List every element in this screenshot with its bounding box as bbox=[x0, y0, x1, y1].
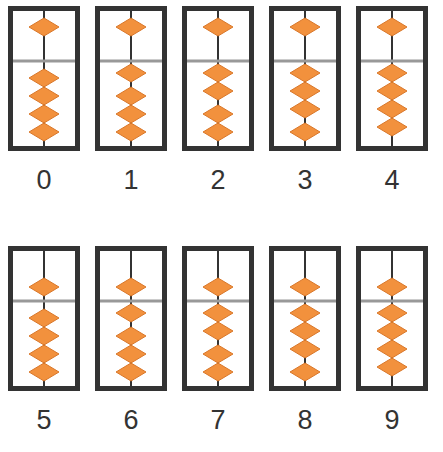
abacus-bead bbox=[116, 327, 146, 345]
abacus-bead bbox=[29, 69, 59, 87]
abacus-bead bbox=[203, 105, 233, 123]
abacus-bead bbox=[116, 105, 146, 123]
abacus-bead bbox=[377, 82, 407, 100]
abacus-bead bbox=[377, 100, 407, 118]
abacus-bead bbox=[29, 105, 59, 123]
abacus-bar bbox=[13, 300, 75, 303]
abacus-bead bbox=[116, 304, 146, 322]
abacus-bead bbox=[29, 345, 59, 363]
abacus-frame bbox=[11, 249, 78, 389]
digit-label: 6 bbox=[95, 405, 167, 435]
abacus-bar bbox=[100, 60, 162, 63]
abacus-bead bbox=[116, 278, 146, 296]
digit-label: 5 bbox=[8, 405, 80, 435]
abacus-frame bbox=[272, 9, 339, 149]
abacus-frame bbox=[98, 249, 165, 389]
abacus-bead bbox=[203, 304, 233, 322]
abacus-bead bbox=[29, 87, 59, 105]
abacus-bead bbox=[377, 278, 407, 296]
abacus-bead bbox=[290, 100, 320, 118]
abacus-bead bbox=[29, 278, 59, 296]
abacus-bead bbox=[290, 304, 320, 322]
abacus-bead bbox=[290, 322, 320, 340]
digit-label: 3 bbox=[269, 165, 341, 195]
abacus-bar bbox=[13, 60, 75, 63]
abacus-bead bbox=[377, 358, 407, 376]
abacus-bar bbox=[361, 300, 423, 303]
abacus-bead bbox=[203, 123, 233, 141]
abacus-bead bbox=[29, 18, 59, 36]
abacus-bead bbox=[203, 82, 233, 100]
abacus-bead bbox=[29, 123, 59, 141]
abacus-bead bbox=[116, 363, 146, 381]
abacus-bead bbox=[203, 64, 233, 82]
abacus-bead bbox=[290, 363, 320, 381]
abacus-bead bbox=[290, 123, 320, 141]
digit-label: 4 bbox=[356, 165, 428, 195]
abacus-bead bbox=[377, 118, 407, 136]
abacus-frame bbox=[98, 9, 165, 149]
abacus-bar bbox=[187, 300, 249, 303]
abacus-frame bbox=[272, 249, 339, 389]
digit-label: 0 bbox=[8, 165, 80, 195]
abacus-bead bbox=[29, 309, 59, 327]
abacus-bead bbox=[290, 82, 320, 100]
digit-label: 9 bbox=[356, 405, 428, 435]
abacus-bead bbox=[377, 64, 407, 82]
abacus-bead bbox=[290, 278, 320, 296]
abacus-bar bbox=[274, 60, 336, 63]
abacus-bar bbox=[187, 60, 249, 63]
abacus-bead bbox=[29, 363, 59, 381]
abacus-frame bbox=[185, 249, 252, 389]
abacus-bead bbox=[116, 87, 146, 105]
abacus-bar bbox=[100, 300, 162, 303]
abacus-frame bbox=[185, 9, 252, 149]
digit-label: 2 bbox=[182, 165, 254, 195]
abacus-bead bbox=[290, 18, 320, 36]
abacus-bead bbox=[116, 123, 146, 141]
abacus-bead bbox=[377, 340, 407, 358]
abacus-bead bbox=[290, 64, 320, 82]
abacus-bead bbox=[377, 18, 407, 36]
abacus-bead bbox=[116, 64, 146, 82]
abacus-bead bbox=[203, 322, 233, 340]
abacus-bead bbox=[203, 18, 233, 36]
abacus-bead bbox=[203, 363, 233, 381]
abacus-bead bbox=[203, 345, 233, 363]
abacus-frame bbox=[11, 9, 78, 149]
abacus-bead bbox=[116, 345, 146, 363]
abacus-bead bbox=[116, 18, 146, 36]
abacus-bar bbox=[361, 60, 423, 63]
digit-label: 1 bbox=[95, 165, 167, 195]
abacus-frame bbox=[359, 9, 426, 149]
abacus-bead bbox=[377, 322, 407, 340]
digit-label: 8 bbox=[269, 405, 341, 435]
abacus-bar bbox=[274, 300, 336, 303]
digit-label: 7 bbox=[182, 405, 254, 435]
abacus-bead bbox=[29, 327, 59, 345]
abacus-bead bbox=[377, 304, 407, 322]
abacus-bead bbox=[290, 340, 320, 358]
abacus-bead bbox=[203, 278, 233, 296]
abacus-frame bbox=[359, 249, 426, 389]
